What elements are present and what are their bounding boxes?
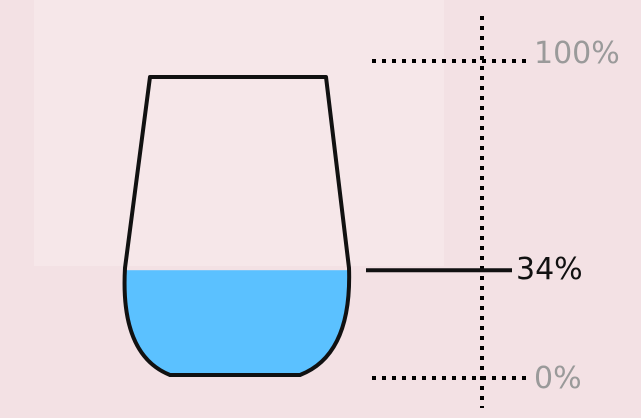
glass-outline (122, 75, 352, 377)
min-label: 0% (534, 361, 582, 396)
background-panel (34, 0, 444, 266)
liquid-fill (124, 270, 350, 375)
value-label: 34% (516, 252, 583, 287)
max-label: 100% (534, 36, 620, 71)
